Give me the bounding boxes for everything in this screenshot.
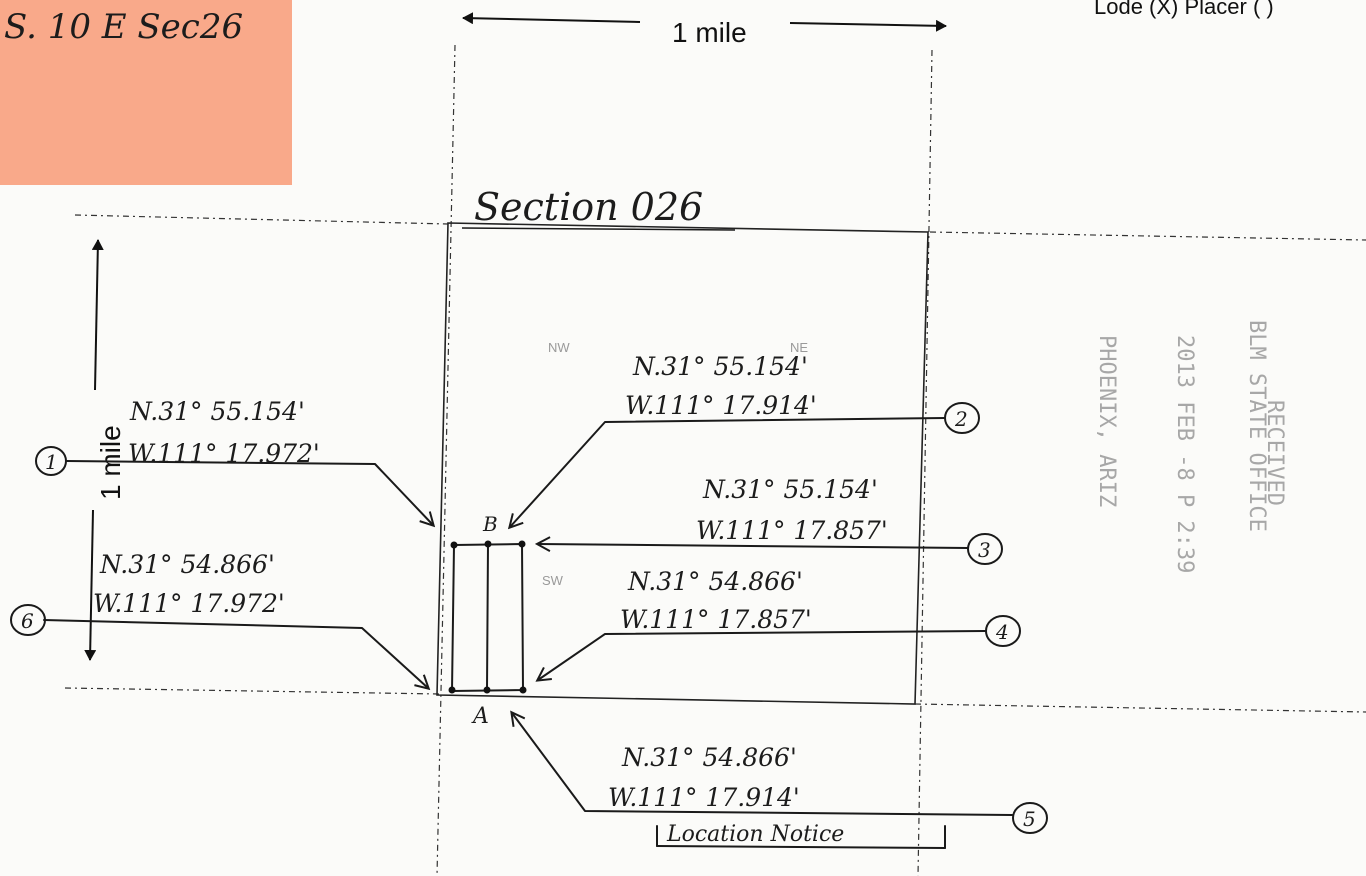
claim-corner-point [450, 541, 458, 549]
quadrant-ne-label: NE [790, 340, 808, 355]
marker-latitude: N.31° 55.154' [702, 475, 878, 504]
received-stamp: RECEIVED BLM STATE OFFICE 2013 FEB -8 P … [1094, 320, 1287, 573]
marker-latitude: N.31° 54.866' [621, 743, 797, 772]
marker-circle [985, 615, 1021, 647]
claim-corner-point [484, 540, 492, 548]
location-notice-label: Location Notice [666, 822, 844, 847]
leader-line-5 [512, 713, 1013, 816]
scale-arrow-left [462, 12, 641, 25]
stamp-received: RECEIVED [1262, 400, 1287, 506]
scale-arrow-down [84, 509, 97, 661]
marker-1: 1 N.31° 55.154' W.111° 17.972' [35, 397, 320, 476]
scale-arrow-up [91, 239, 104, 391]
claim-corner-point [518, 540, 526, 548]
grid-line-top-right [929, 231, 1366, 241]
location-notice: Location Notice [656, 822, 946, 849]
marker-circle [10, 604, 46, 636]
section-026-boundary [436, 222, 929, 705]
notice-underline [656, 845, 946, 849]
marker-number: 2 [954, 407, 968, 431]
stamp-location: PHOENIX, ARIZ [1094, 335, 1119, 507]
leader-lines [43, 417, 1013, 816]
leader-line-6 [43, 619, 428, 688]
marker-circle [35, 446, 67, 476]
marker-longitude: W.111° 17.857' [696, 516, 888, 545]
marker-2: 2 N.31° 55.154' W.111° 17.914' [625, 352, 980, 434]
marker-circle [967, 533, 1003, 565]
claim-corner-point [483, 686, 491, 694]
claim-corner-a-label: A [471, 704, 489, 729]
horizontal-scale: 1 mile [462, 12, 947, 48]
marker-longitude: W.111° 17.857' [620, 605, 812, 634]
marker-longitude: W.111° 17.972' [128, 439, 320, 468]
claim-centerline [486, 543, 489, 691]
marker-3: 3 N.31° 55.154' W.111° 17.857' [696, 475, 1003, 565]
marker-circle [1012, 802, 1048, 834]
grid-line-top-left [74, 214, 449, 225]
grid-line-bottom-left [64, 687, 441, 695]
marker-number: 1 [45, 450, 58, 474]
quadrant-sw-label: SW [542, 573, 564, 588]
marker-longitude: W.111° 17.914' [625, 391, 817, 420]
marker-6: 6 N.31° 54.866' W.111° 17.972' [10, 550, 285, 636]
marker-number: 5 [1023, 807, 1036, 831]
leader-line-1 [66, 460, 433, 525]
leader-line-2 [510, 417, 946, 527]
section-title-underline [461, 227, 736, 231]
stamp-date: 2013 FEB -8 P 2:39 [1172, 335, 1197, 573]
lode-placer-label: Lode (X) Placer ( ) [1094, 0, 1274, 19]
grid-line-left [436, 44, 456, 876]
grid-line-bottom-right [914, 703, 1366, 713]
marker-latitude: N.31° 55.154' [632, 352, 808, 381]
vertical-scale: 1 mile [84, 239, 126, 661]
leader-line-4 [538, 630, 986, 680]
sticky-note: S. 10 E Sec26 [0, 0, 292, 185]
marker-number: 3 [978, 538, 991, 562]
marker-circle [944, 402, 980, 434]
marker-longitude: W.111° 17.972' [93, 589, 285, 618]
marker-longitude: W.111° 17.914' [608, 783, 800, 812]
marker-number: 6 [21, 609, 34, 633]
section-title: Section 026 [474, 185, 703, 229]
marker-latitude: N.31° 54.866' [99, 550, 275, 579]
marker-latitude: N.31° 54.866' [627, 567, 803, 596]
scale-arrow-right [789, 19, 947, 32]
claim-corner-point [519, 686, 527, 694]
quadrant-nw-label: NW [548, 340, 570, 355]
sticky-note-paper [0, 0, 292, 185]
marker-number: 4 [995, 620, 1009, 644]
claim-corner-point [448, 686, 456, 694]
stamp-office: BLM STATE OFFICE [1244, 320, 1269, 532]
marker-latitude: N.31° 55.154' [129, 397, 305, 426]
leader-line-3 [538, 544, 969, 548]
grid-line-right [917, 49, 933, 876]
marker-5: 5 N.31° 54.866' W.111° 17.914' [608, 743, 1048, 834]
sticky-note-text: S. 10 E Sec26 [4, 7, 243, 47]
section-grid [64, 44, 1366, 876]
marker-4: 4 N.31° 54.866' W.111° 17.857' [620, 567, 1021, 647]
scale-label-vertical: 1 mile [95, 425, 126, 500]
claim-outline: B A [448, 512, 527, 729]
scale-label-horizontal: 1 mile [672, 17, 747, 48]
claim-corner-b-label: B [482, 512, 498, 536]
